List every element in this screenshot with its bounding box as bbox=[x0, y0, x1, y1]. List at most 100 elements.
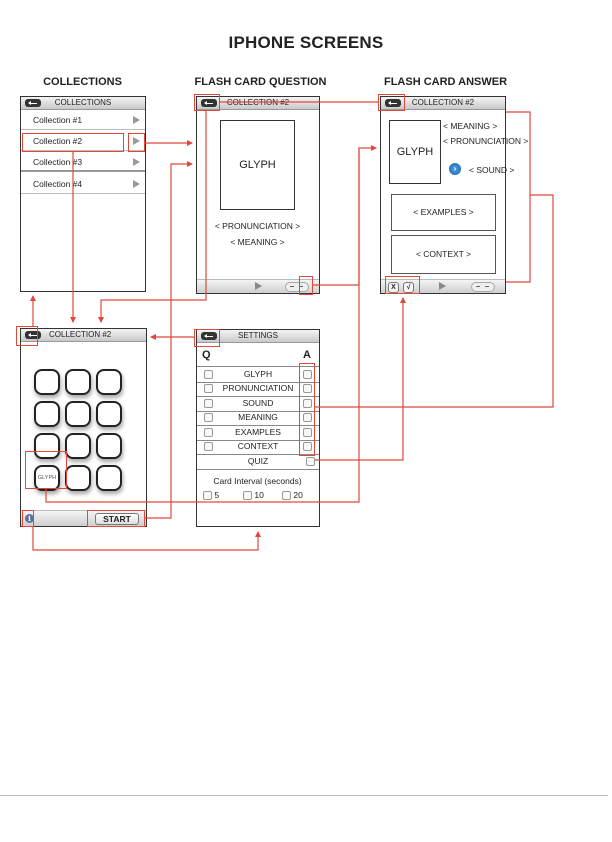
nav-bar: COLLECTIONS bbox=[21, 97, 145, 110]
row-label: SOUND bbox=[242, 398, 274, 408]
highlight-collection-2 bbox=[22, 133, 124, 152]
row-label: GLYPH bbox=[243, 369, 273, 379]
pronunciation-text: < PRONUNCIATION > bbox=[443, 136, 529, 146]
highlight-glyph-tile bbox=[25, 451, 67, 489]
section-title-collections: COLLECTIONS bbox=[43, 76, 122, 88]
section-title-question: FLASH CARD QUESTION bbox=[194, 76, 327, 88]
prev-next-control[interactable] bbox=[471, 281, 495, 292]
collection-label: Collection #1 bbox=[33, 115, 83, 125]
row-label: PRONUNCIATION bbox=[222, 383, 294, 393]
interval-option[interactable]: 5 bbox=[203, 490, 220, 501]
page-divider bbox=[0, 795, 608, 796]
nav-bar: COLLECTION #2 bbox=[381, 97, 505, 110]
collection-item[interactable]: Collection #1 bbox=[21, 110, 145, 130]
question-checkbox[interactable] bbox=[204, 413, 213, 422]
highlight-back-button bbox=[194, 329, 220, 347]
answer-screen: COLLECTION #2 GLYPH < MEANING > < PRONUN… bbox=[380, 96, 528, 294]
highlight-back-button bbox=[378, 94, 405, 111]
interval-option[interactable]: 10 bbox=[243, 490, 264, 501]
highlight-back-button bbox=[194, 94, 220, 111]
card-tile[interactable] bbox=[34, 401, 60, 427]
highlight-collection-2-chevron bbox=[128, 133, 145, 152]
card-tile[interactable] bbox=[96, 369, 122, 395]
highlight-next-button bbox=[299, 276, 313, 295]
section-title-answer: FLASH CARD ANSWER bbox=[383, 76, 508, 88]
back-button[interactable] bbox=[25, 99, 41, 107]
collection-label: Collection #4 bbox=[33, 179, 83, 189]
nav-title: COLLECTION #2 bbox=[411, 98, 475, 107]
toolbar: i START bbox=[21, 510, 146, 526]
back-button[interactable] bbox=[25, 331, 41, 339]
sound-text: < SOUND > bbox=[469, 165, 515, 175]
interval-checkbox[interactable] bbox=[243, 491, 252, 501]
collections-screen: COLLECTIONS Collection #1 Collection #2 … bbox=[20, 96, 146, 292]
interval-checkbox[interactable] bbox=[282, 491, 291, 501]
prev-icon[interactable] bbox=[476, 285, 480, 287]
context-box: < CONTEXT > bbox=[391, 235, 496, 274]
back-button[interactable] bbox=[385, 99, 401, 107]
card-tile[interactable] bbox=[65, 401, 91, 427]
glyph-text: GLYPH bbox=[396, 146, 434, 158]
glyph-card: GLYPH bbox=[389, 120, 441, 184]
start-button[interactable]: START bbox=[95, 513, 139, 525]
page-title: IPHONE SCREENS bbox=[228, 33, 384, 52]
connector-info-to-settings bbox=[32, 527, 261, 551]
card-tile[interactable] bbox=[96, 401, 122, 427]
quiz-checkbox[interactable] bbox=[306, 457, 315, 466]
question-checkbox[interactable] bbox=[204, 399, 213, 408]
pronunciation-text: < PRONUNCIATION > bbox=[214, 221, 301, 231]
interval-option[interactable]: 20 bbox=[282, 490, 303, 501]
nav-bar: COLLECTION #2 bbox=[21, 329, 146, 342]
highlight-start-button bbox=[87, 510, 145, 527]
interval-value: 5 bbox=[214, 490, 220, 500]
next-icon[interactable] bbox=[485, 285, 489, 287]
connector-start-to-question bbox=[145, 161, 193, 519]
highlight-info-button bbox=[22, 510, 34, 527]
examples-text: < EXAMPLES > bbox=[413, 207, 474, 217]
collection-grid-screen: COLLECTION #2 GLYPH i START bbox=[20, 328, 147, 527]
connector-next-to-answer bbox=[313, 145, 377, 286]
collection-label: Collection #2 bbox=[33, 136, 83, 146]
question-checkbox[interactable] bbox=[204, 442, 213, 451]
row-label: EXAMPLES bbox=[235, 427, 281, 437]
card-tile[interactable] bbox=[65, 369, 91, 395]
meaning-text: < MEANING > bbox=[443, 121, 498, 131]
collection-label: Collection #3 bbox=[33, 157, 83, 167]
nav-title: COLLECTION #2 bbox=[226, 98, 290, 107]
card-tile[interactable] bbox=[96, 433, 122, 459]
collection-item[interactable]: Collection #4 bbox=[21, 174, 145, 194]
interval-value: 10 bbox=[254, 490, 264, 500]
play-icon[interactable] bbox=[439, 282, 446, 290]
chevron-right-icon[interactable] bbox=[133, 116, 140, 124]
play-sound-icon[interactable]: › bbox=[449, 163, 461, 175]
info-icon[interactable]: i bbox=[25, 514, 34, 523]
prev-icon[interactable] bbox=[290, 285, 294, 287]
chevron-right-icon[interactable] bbox=[133, 180, 140, 188]
glyph-card: GLYPH bbox=[220, 120, 295, 210]
highlight-grade-buttons bbox=[385, 276, 420, 294]
highlight-back-button bbox=[16, 326, 38, 346]
chevron-right-icon[interactable] bbox=[133, 158, 140, 166]
row-label: MEANING bbox=[238, 412, 278, 422]
interval-checkbox[interactable] bbox=[203, 491, 212, 501]
examples-box: < EXAMPLES > bbox=[391, 194, 496, 231]
question-checkbox[interactable] bbox=[204, 384, 213, 393]
question-checkbox[interactable] bbox=[204, 370, 213, 379]
play-icon[interactable] bbox=[255, 282, 262, 290]
question-column-header: Q bbox=[202, 349, 211, 361]
card-tile[interactable] bbox=[34, 369, 60, 395]
answer-column-header: A bbox=[303, 349, 311, 361]
question-checkbox[interactable] bbox=[204, 428, 213, 437]
card-tile[interactable] bbox=[65, 433, 91, 459]
card-tile[interactable] bbox=[65, 465, 91, 491]
question-screen: COLLECTION #2 GLYPH < PRONUNCIATION > < … bbox=[196, 96, 320, 294]
context-text: < CONTEXT > bbox=[415, 249, 472, 259]
interval-value: 20 bbox=[293, 490, 303, 500]
highlight-answer-checkboxes bbox=[299, 363, 315, 456]
back-button[interactable] bbox=[201, 99, 217, 107]
nav-title: SETTINGS bbox=[237, 331, 278, 340]
row-label: CONTEXT bbox=[237, 441, 279, 451]
quiz-label: QUIZ bbox=[247, 456, 269, 466]
card-tile[interactable] bbox=[96, 465, 122, 491]
collection-item[interactable]: Collection #3 bbox=[21, 152, 145, 172]
